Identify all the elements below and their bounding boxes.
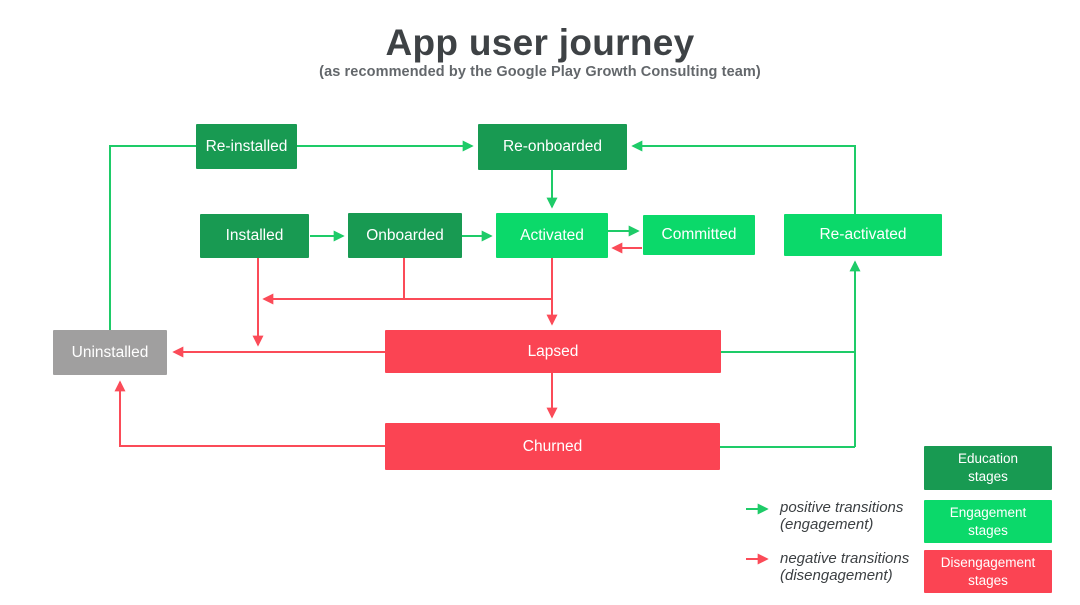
page-title: App user journey bbox=[385, 22, 695, 63]
page-subtitle: (as recommended by the Google Play Growt… bbox=[319, 64, 761, 80]
legend-negative-line1: negative transitions bbox=[780, 550, 910, 567]
engagement-stages-line2: stages bbox=[968, 522, 1008, 538]
legend-positive-line2: (engagement) bbox=[780, 516, 874, 534]
education-stages-line1: Education bbox=[957, 451, 1019, 467]
disengagement-stages-line1: Disengagement bbox=[940, 554, 1036, 570]
legend-negative-line2: (disengagement) bbox=[780, 567, 893, 585]
legend-education-stages-box: Education stages bbox=[924, 446, 1052, 490]
legend-disengagement-stages-box: Disengagement stages bbox=[924, 550, 1052, 593]
edge-uninstalled-to-re-installed bbox=[109, 145, 196, 330]
legend-positive-line1: positive transitions bbox=[780, 499, 904, 516]
legend-engagement-stages-box: Engagement stages bbox=[924, 500, 1052, 543]
legend-negative-transitions: negative transitions (disengagement) bbox=[780, 550, 909, 585]
education-stages-line2: stages bbox=[968, 469, 1008, 484]
engagement-stages-line1: Engagement bbox=[949, 504, 1027, 520]
disengagement-stages-line2: stages bbox=[968, 572, 1008, 588]
edge-churned-to-uninstalled bbox=[114, 380, 385, 447]
legend-positive-transitions: positive transitions (engagement) bbox=[780, 499, 903, 534]
edge-re-activated-to-re-onboarded bbox=[631, 140, 856, 214]
